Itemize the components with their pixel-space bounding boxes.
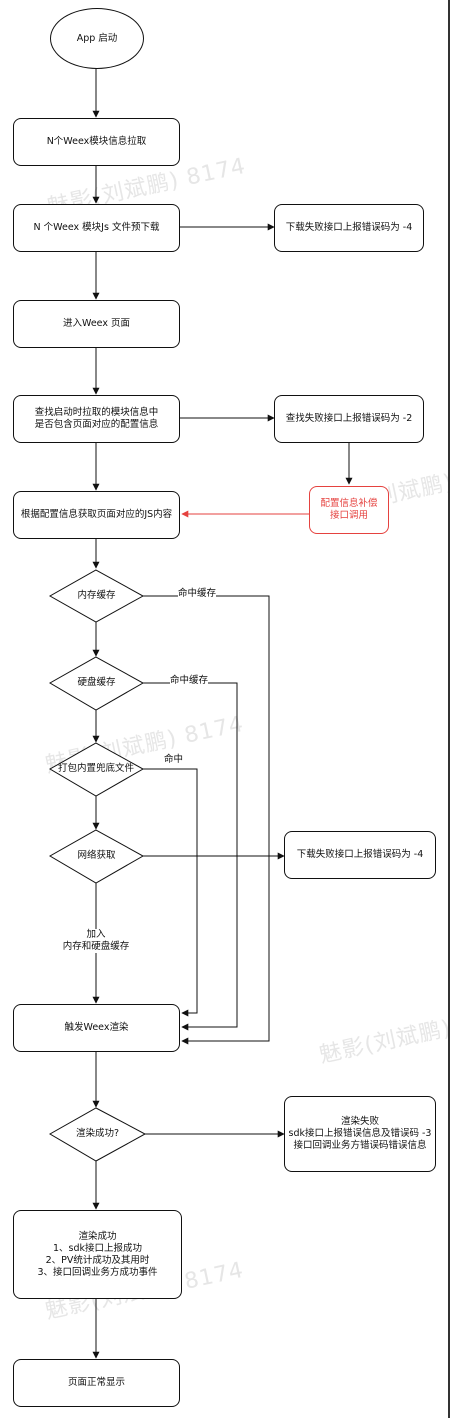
node-trigger-render: 触发Weex渲染 [13,1004,180,1052]
edge-label-hit: 命中 [164,754,184,766]
diamond-memory-cache [48,569,145,623]
node-download-fail-2: 下载失败接口上报错误码为 -4 [284,831,436,879]
edge-bundled-hit [143,768,198,1017]
right-border [448,0,450,1418]
node-download-fail-1: 下载失败接口上报错误码为 -4 [274,204,424,252]
diamond-bundled-file [48,742,145,797]
node-pull-module-info: N个Weex模块信息拉取 [13,118,180,166]
node-page-display: 页面正常显示 [13,1359,180,1407]
node-get-js: 根据配置信息获取页面对应的JS内容 [13,491,180,539]
edge-label-hit-cache-1: 命中缓存 [178,588,217,600]
label-memory-cache: 内存缓存 [77,590,116,601]
edge-label-hit-cache-2: 命中缓存 [170,675,209,687]
edge-memory-hit [143,595,270,1045]
node-app-start: App 启动 [50,8,144,69]
label-render-success-q: 渲染成功? [75,1128,120,1139]
edge-label-add-cache: 加入 内存和硬盘缓存 [58,929,134,953]
node-render-fail: 渲染失败 sdk接口上报错误信息及错误码 -3 接口回调业务方错误码错误信息 [284,1096,436,1172]
edge-disk-hit [143,682,238,1031]
node-render-success: 渲染成功 1、sdk接口上报成功 2、PV统计成功及其用时 3、接口回调业务方成… [13,1210,182,1299]
node-check-config: 查找启动时拉取的模块信息中 是否包含页面对应的配置信息 [13,395,180,443]
diamond-network-fetch [48,829,145,884]
node-find-fail: 查找失败接口上报错误码为 -2 [274,395,424,443]
node-prefetch-js: N 个Weex 模块Js 文件预下载 [13,204,180,252]
diamond-render-success [48,1107,147,1162]
label-disk-cache: 硬盘缓存 [77,677,116,688]
node-config-supplement: 配置信息补偿 接口调用 [309,486,389,534]
node-enter-page: 进入Weex 页面 [13,300,180,348]
label-network-fetch: 网络获取 [77,850,116,861]
diamond-disk-cache [48,656,145,711]
label-bundled-file: 打包内置兜底文件 [57,763,134,774]
